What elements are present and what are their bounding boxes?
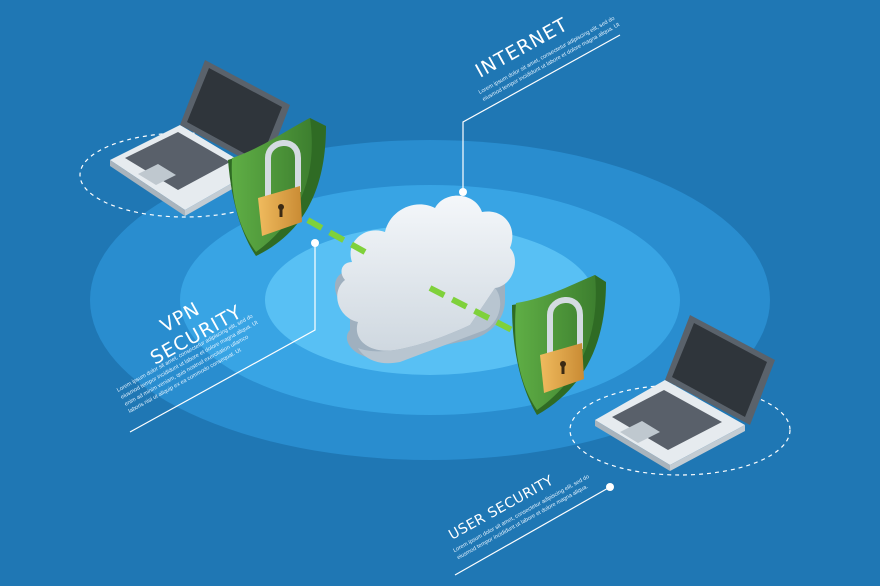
laptop-icon xyxy=(110,60,290,216)
laptop-left xyxy=(110,60,290,216)
user-security-callout-line xyxy=(454,486,611,576)
shield-lock-icon xyxy=(228,118,326,256)
user-security-callout-dot xyxy=(606,483,614,491)
internet-callout-line xyxy=(462,34,621,190)
laptop-right-orbit xyxy=(569,384,791,476)
laptop-icon xyxy=(595,315,775,471)
laptop-right xyxy=(595,315,775,471)
shield-right xyxy=(512,275,606,415)
shield-left xyxy=(228,118,326,256)
vpn-callout-dot xyxy=(311,239,319,247)
internet-callout-dot xyxy=(459,188,467,196)
vpn-callout-line xyxy=(129,243,316,433)
link-right xyxy=(428,285,514,333)
shield-lock-icon xyxy=(512,275,606,415)
callouts xyxy=(129,34,621,576)
cloud xyxy=(335,195,515,364)
cloud-icon xyxy=(335,195,515,364)
